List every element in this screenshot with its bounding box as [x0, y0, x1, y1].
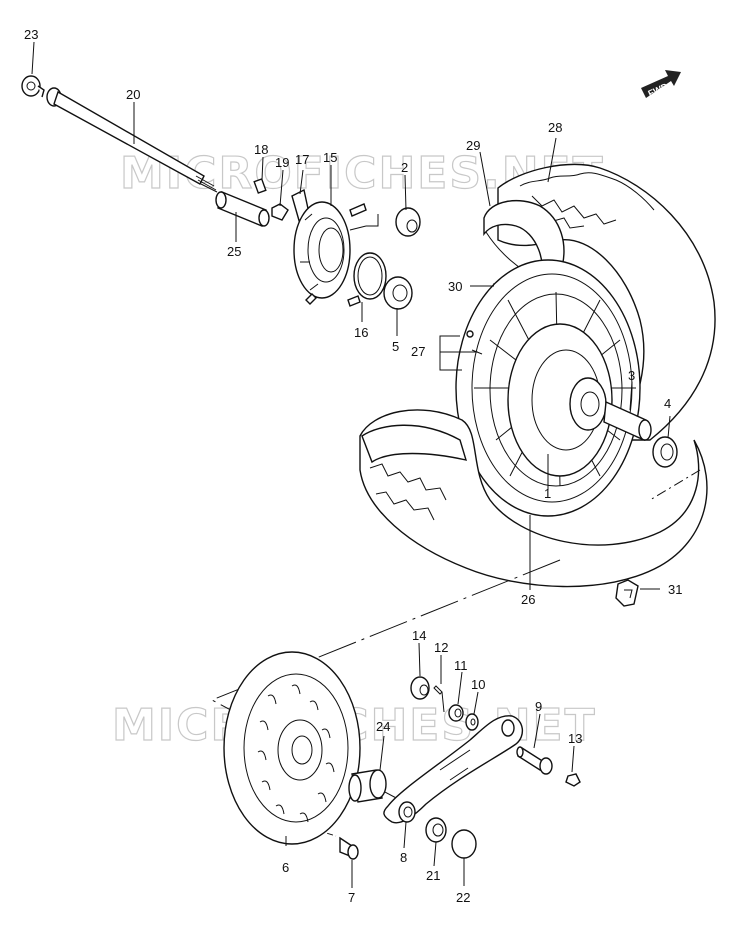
- callout-17: 17: [295, 152, 309, 167]
- callout-8: 8: [400, 850, 407, 865]
- callout-26: 26: [521, 592, 535, 607]
- part-12-cotter-pin: [433, 685, 445, 713]
- callout-11: 11: [454, 658, 468, 673]
- part-19-lock-washer: [271, 203, 289, 221]
- part-7-disc-bolt: [339, 836, 359, 860]
- callouts: 23 20 18 19 17 15 2 25 16 5 29 28 30 27 …: [24, 27, 682, 905]
- callout-18: 18: [254, 142, 268, 157]
- part-22-cap: [451, 829, 477, 859]
- part-8-torque-link: [383, 715, 523, 824]
- callout-1: 1: [544, 486, 551, 501]
- part-4-bearing: [652, 436, 678, 468]
- callout-29: 29: [466, 138, 480, 153]
- callout-14: 14: [412, 628, 426, 643]
- part-23-axle-nut: [21, 75, 45, 98]
- callout-5: 5: [392, 339, 399, 354]
- callout-2: 2: [401, 160, 408, 175]
- callout-31: 31: [668, 582, 682, 597]
- callout-4: 4: [664, 396, 671, 411]
- callout-20: 20: [126, 87, 140, 102]
- callout-9: 9: [535, 699, 542, 714]
- callout-19: 19: [275, 155, 289, 170]
- part-9-bolt: [516, 746, 553, 775]
- callout-7: 7: [348, 890, 355, 905]
- part-13-cap: [565, 773, 581, 787]
- callout-23: 23: [24, 27, 38, 42]
- callout-12: 12: [434, 640, 448, 655]
- part-3-hub: [507, 323, 652, 477]
- callout-21: 21: [426, 868, 440, 883]
- part-5-bearing: [383, 276, 413, 310]
- part-10-washer: [465, 713, 479, 731]
- part-25-spacer: [215, 191, 270, 227]
- part-16-o-ring: [353, 252, 387, 300]
- callout-24: 24: [376, 719, 390, 734]
- leader-lines: [31, 41, 671, 888]
- part-15-hub-drum: [293, 201, 367, 307]
- callout-27: 27: [411, 344, 425, 359]
- callout-13: 13: [568, 731, 582, 746]
- callout-16: 16: [354, 325, 368, 340]
- callout-25: 25: [227, 244, 241, 259]
- callout-10: 10: [471, 677, 485, 692]
- part-31-clip: [615, 579, 639, 607]
- fwd-label: FWD: [647, 81, 670, 99]
- callout-3: 3: [628, 368, 635, 383]
- fwd-arrow-icon: FWD: [641, 70, 681, 99]
- part-14-bushing: [410, 676, 430, 700]
- callout-30: 30: [448, 279, 462, 294]
- callout-15: 15: [323, 150, 337, 165]
- callout-6: 6: [282, 860, 289, 875]
- part-20-axle: [46, 87, 218, 193]
- callout-22: 22: [456, 890, 470, 905]
- part-11-nut: [448, 704, 464, 722]
- part-18-bolt: [253, 178, 267, 194]
- callout-28: 28: [548, 120, 562, 135]
- part-21-nut: [425, 817, 447, 843]
- part-24-spacer: [348, 769, 387, 803]
- part-2-bushing: [349, 207, 421, 237]
- part-6-brake-disc: [223, 651, 361, 845]
